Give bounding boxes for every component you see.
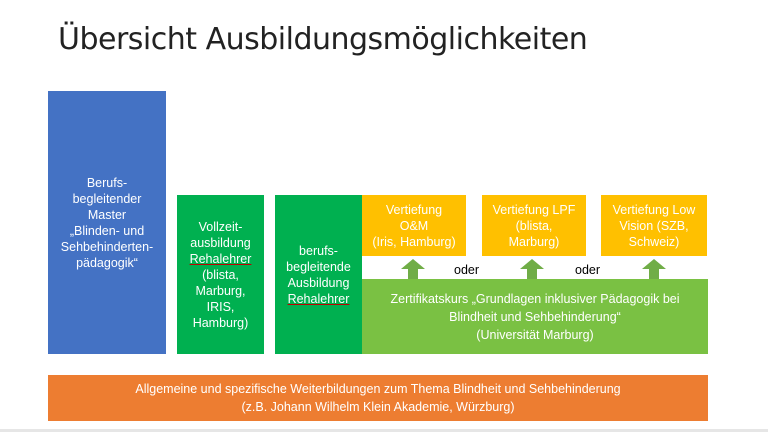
slide-bottom-divider [0, 429, 768, 432]
slide-title: Übersicht Ausbildungsmöglichkeiten [58, 22, 588, 57]
specialization-lpf-text: Vertiefung LPF (blista, Marburg) [492, 202, 576, 249]
specialization-low-vision-text: Vertiefung Low Vision (SZB, Schweiz) [612, 202, 696, 249]
specialization-om-text: Vertiefung O&M (Iris, Hamburg) [372, 202, 456, 249]
parttime-training-link: Rehalehrer [287, 291, 350, 306]
specialization-om-box: Vertiefung O&M (Iris, Hamburg) [362, 195, 466, 256]
fulltime-training-box: Vollzeit- ausbildung Rehalehrer (blista,… [177, 195, 264, 354]
further-education-text: Allgemeine und spezifische Weiterbildung… [135, 382, 621, 414]
master-program-text: Berufs- begleitender Master „Blinden- un… [60, 175, 154, 270]
master-program-box: Berufs- begleitender Master „Blinden- un… [48, 91, 166, 354]
specialization-low-vision-box: Vertiefung Low Vision (SZB, Schweiz) [601, 195, 707, 256]
specialization-lpf-box: Vertiefung LPF (blista, Marburg) [482, 195, 586, 256]
certificate-course-text: Zertifikatskurs „Grundlagen inklusiver P… [390, 291, 680, 342]
fulltime-training-text: Vollzeit- ausbildung Rehalehrer (blista,… [190, 219, 252, 331]
fulltime-training-text-head: Vollzeit- ausbildung [190, 219, 251, 250]
up-arrow-icon [642, 259, 666, 279]
or-label: oder [575, 263, 601, 277]
up-arrow-icon [401, 259, 425, 279]
fulltime-training-link: Rehalehrer [189, 251, 252, 266]
parttime-training-text-head: berufs- begleitende Ausbildung [286, 243, 351, 290]
parttime-training-box: berufs- begleitende Ausbildung Rehalehre… [275, 195, 362, 354]
up-arrow-icon [520, 259, 544, 279]
certificate-course-box: Zertifikatskurs „Grundlagen inklusiver P… [362, 279, 708, 354]
or-label: oder [454, 263, 480, 277]
parttime-training-text: berufs- begleitende Ausbildung Rehalehre… [286, 243, 351, 307]
further-education-box: Allgemeine und spezifische Weiterbildung… [48, 375, 708, 421]
fulltime-training-text-tail: (blista, Marburg, IRIS, Hamburg) [192, 267, 249, 330]
